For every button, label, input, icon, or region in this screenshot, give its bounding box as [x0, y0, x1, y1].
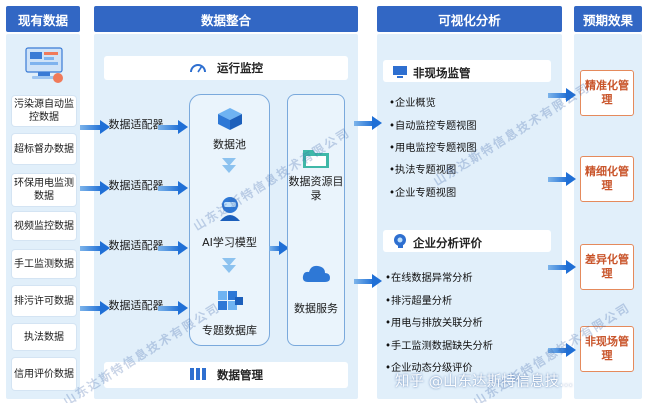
topic-database-label: 专题数据库: [202, 324, 257, 337]
source-credit-evaluation: 信用评价数据: [12, 358, 76, 390]
data-pool-icon: [216, 106, 244, 136]
arrow-integration-to-offsite: [354, 116, 382, 130]
corner-watermark: 知乎 @山东达斯特信息技...: [395, 374, 573, 390]
source-pollution-auto-monitor: 污染源自动监控数据: [12, 96, 76, 126]
down-arrow-ai-to-db: [222, 258, 236, 266]
offsite-item: •企业概览: [389, 98, 436, 109]
header-existing-data: 现有数据: [6, 6, 80, 32]
arrow-source-to-adapter-2: [80, 181, 110, 195]
source-power-monitor: 环保用电监测数据: [12, 174, 76, 206]
ai-model-label: AI学习模型: [202, 236, 257, 249]
cloud-service-icon: [300, 262, 332, 290]
result-offsite-management: 非现场管理: [580, 326, 634, 372]
arrow-source-to-adapter-3: [80, 241, 110, 255]
panel-visualization: [377, 34, 562, 399]
monitor-icon: [392, 64, 408, 83]
enterprise-item: •在线数据异常分析: [385, 273, 473, 284]
source-overstandard-supervision: 超标督办数据: [12, 134, 76, 164]
folder-icon: [301, 146, 331, 174]
source-enforcement: 执法数据: [12, 324, 76, 350]
source-discharge-permit: 排污许可数据: [12, 286, 76, 316]
header-expected-results: 预期效果: [574, 6, 642, 32]
arrow-pool-to-catalog: [269, 241, 289, 255]
arrow-adapter-to-pool-4: [158, 301, 188, 315]
resource-box: [287, 94, 345, 346]
speedometer-icon: [189, 61, 207, 76]
arrow-source-to-adapter-4: [80, 301, 110, 315]
result-precision-management: 精准化管理: [580, 70, 634, 116]
arrow-adapter-to-pool-2: [158, 181, 188, 195]
arrow-adapter-to-pool-1: [158, 120, 188, 134]
adapter-1: 数据适配器: [108, 118, 164, 131]
adapter-4: 数据适配器: [108, 299, 164, 312]
source-video-monitor: 视频监控数据: [12, 212, 76, 240]
arrow-adapter-to-pool-3: [158, 241, 188, 255]
arrow-to-result-3: [548, 260, 576, 274]
down-arrow-pool-to-ai-2: [222, 165, 236, 173]
arrow-integration-to-enterprise: [354, 274, 382, 288]
arrow-to-result-1: [548, 88, 576, 102]
enterprise-item: •企业动态分级评价: [385, 363, 473, 374]
ai-robot-icon: [215, 195, 245, 227]
ops-monitor-bar: 运行监控: [104, 56, 348, 80]
enterprise-analysis-header: [383, 230, 551, 252]
data-illustration-icon: [22, 42, 66, 86]
data-pool-label: 数据池: [213, 138, 246, 151]
offsite-item: •执法专题视图: [389, 165, 457, 176]
arrow-source-to-adapter-1: [80, 120, 110, 134]
arrow-to-result-2: [548, 172, 576, 186]
ops-monitor-label: 运行监控: [217, 61, 263, 75]
offsite-item: •企业专题视图: [389, 188, 457, 199]
adapter-3: 数据适配器: [108, 239, 164, 252]
data-management-bar: 数据管理: [104, 362, 348, 388]
topic-database-icon: [215, 288, 245, 318]
arrow-to-result-4: [548, 343, 576, 357]
adapter-2: 数据适配器: [108, 179, 164, 192]
result-refined-management: 精细化管理: [580, 156, 634, 202]
enterprise-item: •手工监测数据缺失分析: [385, 341, 493, 352]
enterprise-item: •用电与排放关联分析: [385, 318, 483, 329]
offsite-item: •用电监控专题视图: [389, 143, 477, 154]
offsite-supervision-title: 非现场监管: [413, 66, 471, 80]
header-data-integration: 数据整合: [94, 6, 358, 32]
offsite-item: •自动监控专题视图: [389, 121, 477, 132]
down-arrow-ai-to-db-2: [222, 265, 236, 273]
result-differentiated-management: 差异化管理: [580, 244, 634, 290]
brain-head-icon: [392, 233, 408, 253]
offsite-supervision-header: [383, 60, 551, 82]
data-management-label: 数据管理: [217, 368, 263, 382]
enterprise-analysis-title: 企业分析评价: [413, 236, 482, 250]
source-manual-monitor: 手工监测数据: [12, 250, 76, 278]
header-visualization: 可视化分析: [377, 6, 562, 32]
data-service-label: 数据服务: [294, 302, 338, 315]
enterprise-item: •排污超量分析: [385, 296, 453, 307]
down-arrow-pool-to-ai: [222, 158, 236, 166]
resource-catalog-label: 数据资源目录: [288, 175, 344, 202]
books-icon: [189, 367, 207, 384]
